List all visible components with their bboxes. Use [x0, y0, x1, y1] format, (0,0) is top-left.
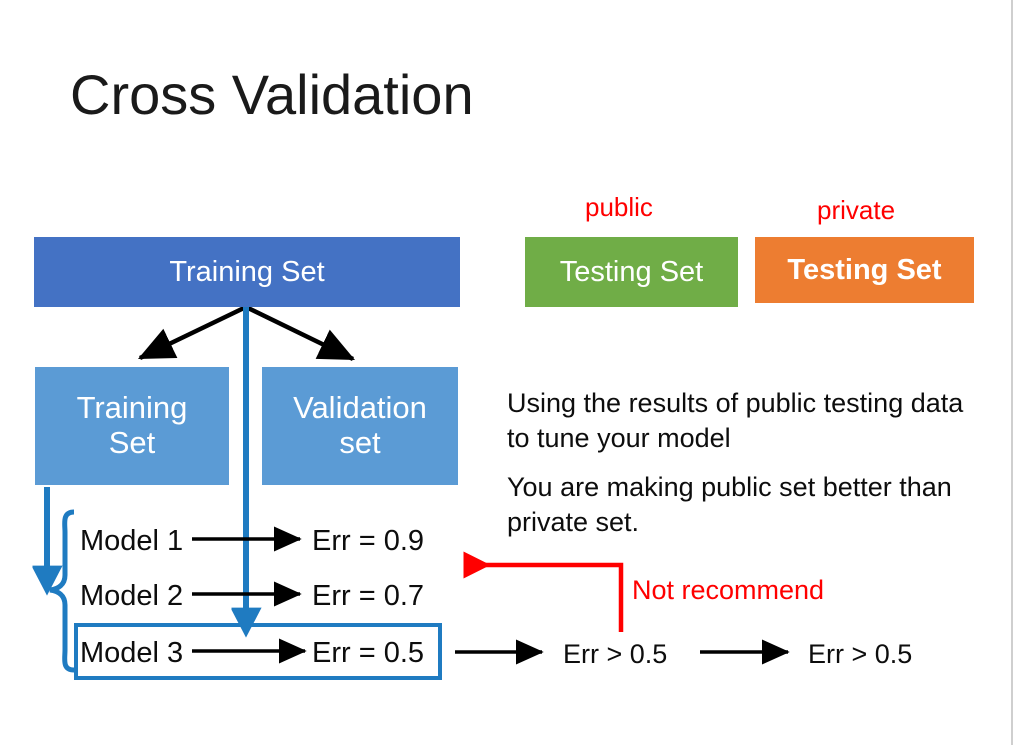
model-1-error-label: Err = 0.9	[312, 525, 425, 557]
public-testing-set-box[interactable]: Testing Set	[525, 237, 738, 307]
model-2-error-label: Err = 0.7	[312, 580, 425, 612]
private-testing-set-box[interactable]: Testing Set	[755, 237, 974, 303]
note-paragraph-2: You are making public set better than pr…	[507, 472, 952, 538]
split-arrow-right-icon	[245, 304, 356, 362]
model-2-label: Model 2	[80, 580, 184, 612]
slide-right-border	[1011, 0, 1013, 745]
public-tag-label: public	[585, 192, 653, 222]
training-set-box[interactable]: Training Set	[34, 237, 460, 307]
note-paragraph-1: Using the results of public testing data…	[507, 388, 964, 454]
public-result-label: Err > 0.5	[563, 639, 668, 669]
model-group-brace-icon	[49, 509, 75, 673]
private-tag-label: private	[817, 195, 896, 225]
model-1-label: Model 1	[80, 525, 184, 557]
not-recommend-arrow-icon	[463, 551, 624, 632]
not-recommend-label: Not recommend	[632, 575, 825, 605]
validation-set-box[interactable]: Validation set	[262, 367, 458, 485]
model-3-error-label: Err = 0.5	[312, 637, 425, 669]
model-3-label: Model 3	[80, 637, 184, 669]
split-arrow-left-icon	[137, 304, 247, 361]
private-result-label: Err > 0.5	[808, 639, 913, 669]
training-subset-box[interactable]: Training Set	[35, 367, 229, 485]
page-title: Cross Validation	[70, 63, 474, 126]
